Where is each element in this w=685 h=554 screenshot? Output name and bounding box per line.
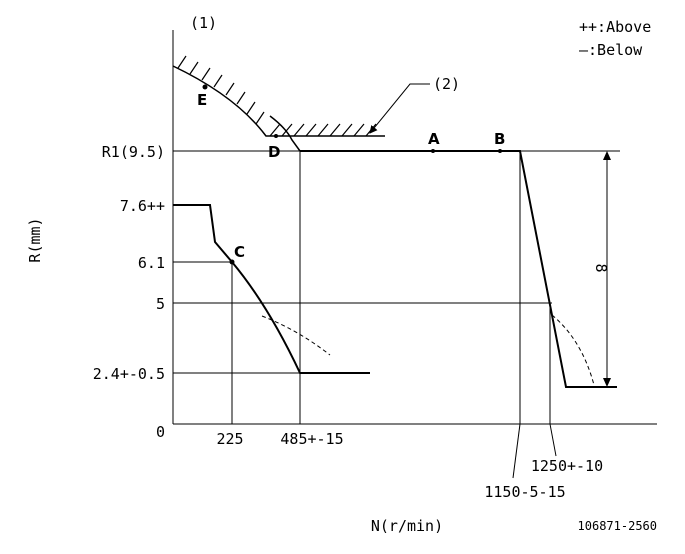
characteristic-main bbox=[300, 150, 617, 388]
point-b-label: B bbox=[494, 130, 505, 148]
x-tick-225: 225 bbox=[216, 430, 243, 448]
point-c-label: C bbox=[234, 243, 245, 261]
dimension-arrow-top bbox=[603, 151, 611, 160]
point-e-label: E bbox=[197, 91, 207, 109]
y-tick-7-6: 7.6++ bbox=[120, 197, 165, 215]
x-tick-1150: 1150-5-15 bbox=[484, 483, 565, 501]
y-tick-r1: R1(9.5) bbox=[102, 143, 165, 161]
characteristic-idle-dashed bbox=[261, 315, 331, 356]
label-1: (1) bbox=[190, 14, 217, 32]
y-tick-0: 0 bbox=[156, 423, 165, 441]
legend-below: —:Below bbox=[579, 41, 643, 59]
dimension-arrow-bottom bbox=[603, 378, 611, 387]
tick-leader-1150 bbox=[512, 423, 521, 479]
tick-leader-1250 bbox=[549, 423, 557, 457]
point-d-dot bbox=[274, 134, 278, 138]
callout-2-leader bbox=[369, 83, 430, 134]
characteristic-main-dashed bbox=[551, 314, 595, 386]
stopper-curve-2 bbox=[269, 115, 301, 152]
y-tick-5: 5 bbox=[156, 295, 165, 313]
point-c-dot bbox=[229, 259, 235, 265]
dimension-label: 8 bbox=[592, 263, 610, 272]
point-b-dot bbox=[498, 149, 502, 153]
stopper-curve-1 bbox=[172, 65, 385, 137]
characteristic-idle bbox=[173, 204, 370, 374]
x-tick-1250: 1250+-10 bbox=[531, 457, 603, 475]
legend-above: ++:Above bbox=[579, 18, 651, 36]
figure-id: 106871-2560 bbox=[578, 519, 657, 533]
point-d-label: D bbox=[268, 143, 280, 161]
point-e-dot bbox=[202, 84, 208, 90]
y-tick-2-4: 2.4+-0.5 bbox=[93, 365, 165, 383]
x-tick-485: 485+-15 bbox=[280, 430, 343, 448]
point-a-label: A bbox=[428, 130, 440, 148]
label-2: (2) bbox=[433, 75, 460, 93]
point-a-dot bbox=[431, 149, 435, 153]
hatching-2 bbox=[269, 123, 377, 137]
hatching-1 bbox=[177, 55, 265, 125]
y-tick-6-1: 6.1 bbox=[138, 254, 165, 272]
y-axis-title: R(mm) bbox=[26, 217, 44, 262]
x-axis-title: N(r/min) bbox=[371, 517, 443, 535]
